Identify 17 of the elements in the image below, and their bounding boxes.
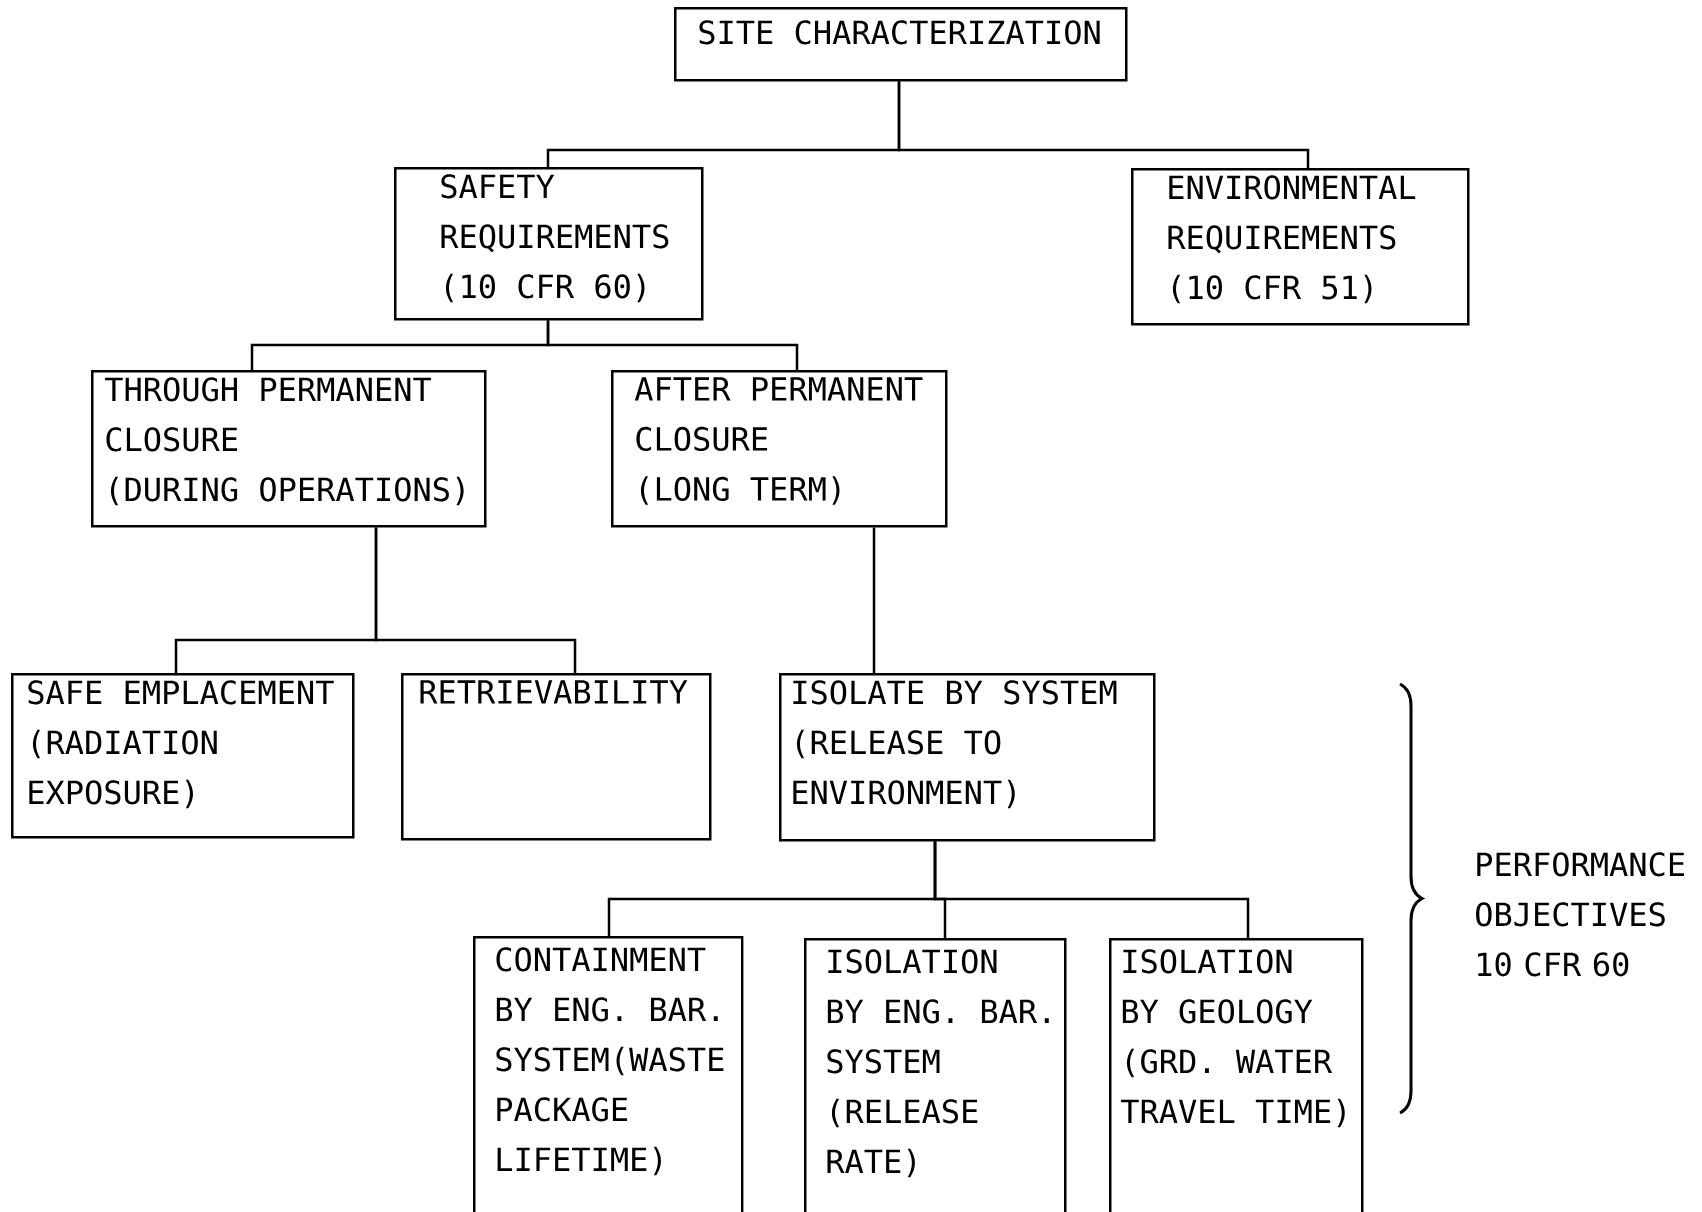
requirement-box: ISOLATION BY GEOLOGY (GRD. WATER TRAVEL TIME) <box>1109 938 1364 1212</box>
requirement-box: ISOLATION BY ENG. BAR. SYSTEM (RELEASE RATE) <box>804 938 1067 1212</box>
requirement-box: ENVIRONMENTAL REQUIREMENTS (10 CFR 51) <box>1131 168 1470 326</box>
brace-label: PERFORMANCE OBJECTIVES 10 CFR 60 <box>1476 852 1685 977</box>
requirement-box: THROUGH PERMANENT CLOSURE (DURING OPERATIONS) <box>91 370 487 528</box>
requirement-box: SAFETY REQUIREMENTS (10 CFR 60) <box>394 167 704 321</box>
connector-line <box>546 320 799 370</box>
requirement-box: RETRIEVABILITY <box>401 673 712 841</box>
connector-line <box>933 841 1250 938</box>
requirement-box: ISOLATE BY SYSTEM (RELEASE TO ENVIRONMENT) <box>779 673 1156 842</box>
requirement-box: SAFE EMPLACEMENT (RADIATION EXPOSURE) <box>11 673 355 839</box>
requirement-box: AFTER PERMANENT CLOSURE (LONG TERM) <box>611 370 948 528</box>
connector-line <box>897 81 1310 168</box>
requirement-box: CONTAINMENT BY ENG. BAR. SYSTEM(WASTE PACKAGE LIFETIME) <box>473 936 744 1212</box>
connector-line <box>374 527 577 673</box>
title-box: SITE CHARACTERIZATION <box>674 7 1128 82</box>
connector-line <box>872 527 876 673</box>
